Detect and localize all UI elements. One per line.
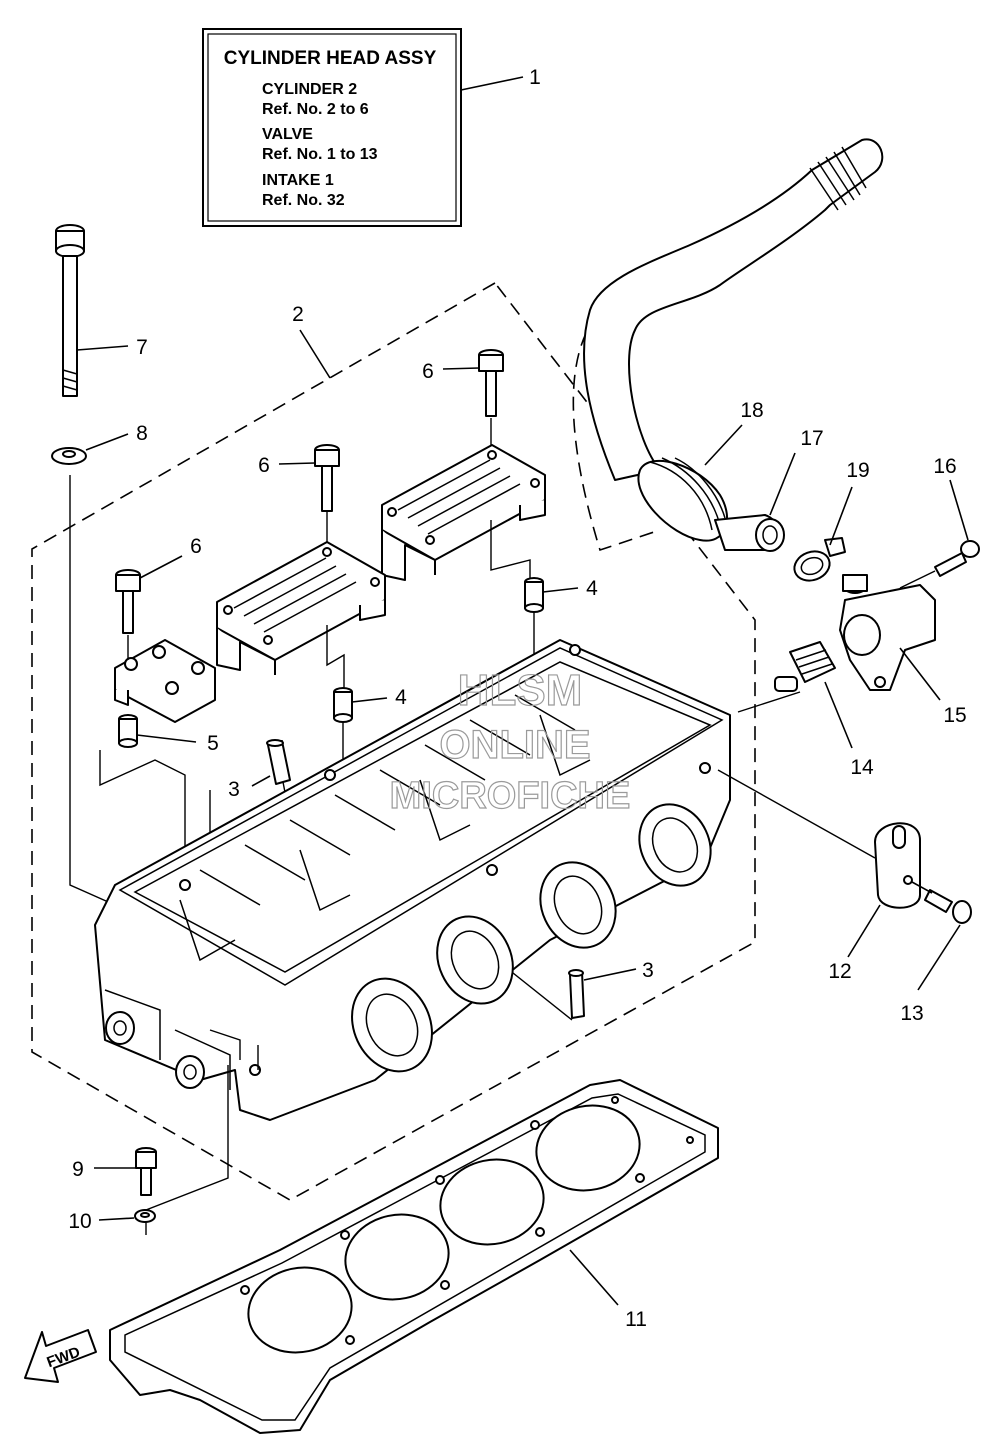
callout-8: 8 — [136, 422, 148, 445]
assembly-title: CYLINDER HEAD ASSY — [224, 48, 437, 69]
callout-5: 5 — [207, 732, 219, 755]
hose-clamp-19 — [793, 537, 846, 582]
washer-8 — [51, 447, 87, 465]
assembly-line-1: CYLINDER 2 — [262, 81, 357, 98]
callout-16: 16 — [933, 455, 956, 478]
hose-upper-pipe — [583, 138, 884, 481]
bolt-6-right — [478, 349, 504, 417]
watermark-line-1: HLSM — [458, 666, 583, 715]
bolt-13 — [924, 889, 972, 924]
callout-6-right: 6 — [422, 360, 434, 383]
assembly-line-6: Ref. No. 32 — [262, 192, 345, 209]
callout-9: 9 — [72, 1158, 84, 1181]
assembly-line-3: VALVE — [262, 126, 313, 143]
washer-10 — [134, 1209, 156, 1223]
camshaft-cap-middle — [216, 541, 386, 675]
camshaft-cap-right — [381, 444, 546, 581]
callout-7: 7 — [136, 336, 148, 359]
dowel-pin-4-middle — [333, 687, 353, 723]
bolt-6-left — [115, 569, 141, 634]
callout-14: 14 — [850, 756, 874, 779]
valve-guide-3-upper — [266, 739, 291, 785]
bracket-12 — [874, 822, 921, 909]
callout-19: 19 — [846, 459, 869, 482]
callout-10: 10 — [68, 1210, 91, 1233]
callout-2: 2 — [292, 303, 304, 326]
watermark-line-3: MICROFICHE — [390, 775, 631, 817]
callout-6-middle: 6 — [258, 454, 270, 477]
dowel-pin-4-right — [524, 577, 544, 613]
callout-11: 11 — [625, 1308, 647, 1331]
watermark: HLSM ONLINE MICROFICHE — [389, 665, 631, 817]
callout-17: 17 — [800, 427, 823, 450]
long-bolt-7 — [55, 224, 85, 397]
valve-guide-3-lower — [568, 969, 585, 1019]
watermark-line-2: ONLINE — [439, 723, 590, 767]
bolt-9 — [135, 1147, 157, 1196]
assembly-line-5: INTAKE 1 — [262, 172, 334, 189]
callout-13: 13 — [900, 1002, 923, 1025]
cylinder-head — [94, 639, 731, 1121]
callout-3-lower: 3 — [642, 959, 654, 982]
callout-1: 1 — [529, 66, 541, 89]
thermostat-housing-15 — [839, 574, 936, 691]
bolt-6-middle — [314, 444, 340, 512]
thermostat-14 — [774, 641, 836, 692]
assembly-line-4: Ref. No. 1 to 13 — [262, 146, 378, 163]
hose-17 — [714, 514, 785, 552]
callout-3-upper: 3 — [228, 778, 240, 801]
dowel-pin-5 — [118, 714, 138, 748]
callout-4-right: 4 — [586, 577, 598, 600]
grommet-18 — [637, 457, 729, 542]
camshaft-cap-end — [114, 639, 216, 723]
bolt-16 — [934, 540, 980, 577]
head-gasket-11 — [109, 1079, 719, 1434]
callout-12: 12 — [828, 960, 851, 983]
fwd-direction-arrow: FWD — [24, 1329, 97, 1383]
assembly-info-box: CYLINDER HEAD ASSY CYLINDER 2 Ref. No. 2… — [202, 28, 524, 227]
callout-18: 18 — [740, 399, 763, 422]
callout-15: 15 — [943, 704, 966, 727]
assembly-line-2: Ref. No. 2 to 6 — [262, 101, 369, 118]
group-outline-dashed — [31, 281, 756, 1201]
callout-6-left: 6 — [190, 535, 202, 558]
callout-4-middle: 4 — [395, 686, 407, 709]
